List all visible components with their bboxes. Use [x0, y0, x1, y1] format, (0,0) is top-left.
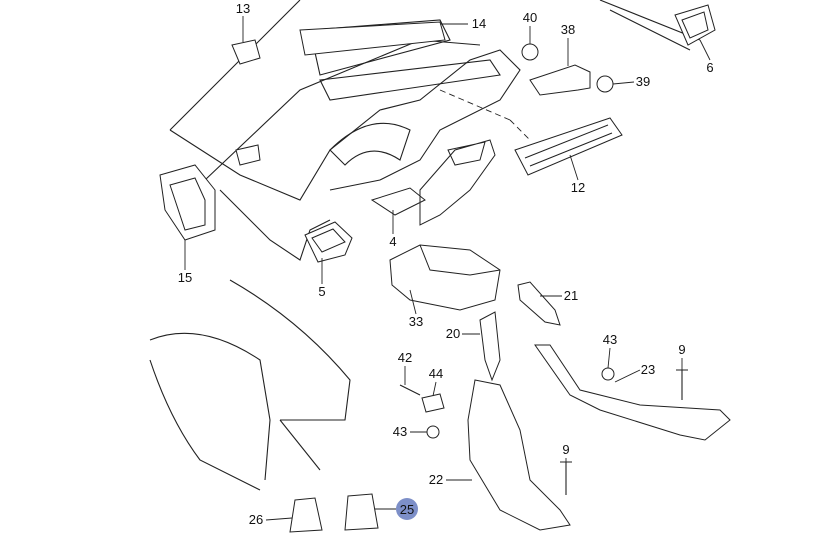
callout-6[interactable]: 6: [706, 60, 714, 75]
part-4-duct: [370, 139, 496, 226]
part-9-bolt-2: [560, 461, 572, 495]
seat-outline: [149, 279, 351, 491]
callout-15[interactable]: 15: [177, 270, 193, 285]
part-12-vent: [514, 117, 623, 176]
callout-25-highlighted[interactable]: 25: [396, 498, 418, 520]
callout-42[interactable]: 42: [397, 350, 413, 365]
callout-43-lower[interactable]: 43: [392, 424, 408, 439]
part-43-grommet-2: [601, 367, 615, 381]
callout-21[interactable]: 21: [563, 288, 579, 303]
callout-13[interactable]: 13: [235, 1, 251, 16]
part-21-duct: [517, 281, 561, 326]
part-15-vent: [159, 164, 216, 241]
callout-33[interactable]: 33: [408, 314, 424, 329]
callout-4[interactable]: 4: [389, 234, 397, 249]
part-6-vent: [674, 4, 716, 46]
part-38-hose: [529, 64, 591, 96]
callout-44[interactable]: 44: [428, 366, 444, 381]
callout-43[interactable]: 43: [602, 332, 618, 347]
callout-38[interactable]: 38: [560, 22, 576, 37]
part-5-vent: [304, 221, 353, 263]
callout-40[interactable]: 40: [522, 10, 538, 25]
part-44-clip: [421, 393, 445, 413]
callout-22[interactable]: 22: [428, 472, 444, 487]
callout-14[interactable]: 14: [471, 16, 487, 31]
part-43-grommet: [426, 425, 440, 439]
dashboard-panel: [169, 0, 701, 261]
callout-5[interactable]: 5: [318, 284, 326, 299]
part-14-trim: [299, 21, 446, 56]
callout-9-lower[interactable]: 9: [562, 442, 570, 457]
callout-12[interactable]: 12: [570, 180, 586, 195]
callout-23[interactable]: 23: [640, 362, 656, 377]
part-26-grille: [289, 497, 323, 533]
part-42-screw: [399, 384, 421, 396]
callout-9[interactable]: 9: [678, 342, 686, 357]
callout-39[interactable]: 39: [635, 74, 651, 89]
part-23-duct: [534, 344, 731, 441]
leader-lines: [184, 16, 711, 521]
callout-26[interactable]: 26: [248, 512, 264, 527]
part-39-cap: [596, 75, 614, 93]
part-20-duct: [479, 311, 501, 382]
part-9-bolt: [676, 369, 688, 400]
part-25-grille: [344, 493, 379, 531]
part-40-plug: [521, 43, 539, 61]
part-33-housing: [389, 244, 501, 311]
part-22-duct: [467, 379, 571, 531]
callout-20[interactable]: 20: [445, 326, 461, 341]
